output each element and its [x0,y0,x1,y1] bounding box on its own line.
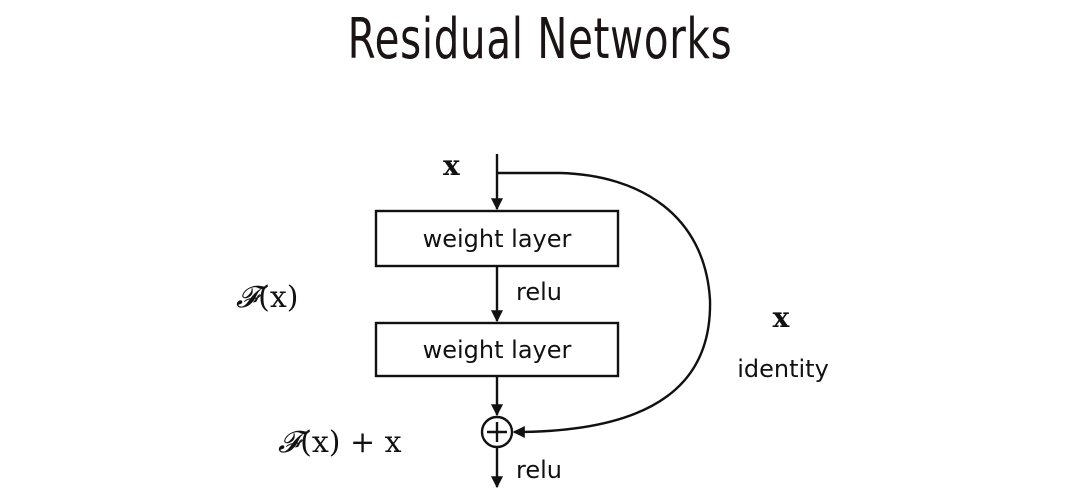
identity-x-label: x [773,301,790,334]
identity-skip-connection [497,171,712,438]
input-x-label: x [443,149,460,182]
sum-function-rest: (x) + x [300,425,402,460]
relu-label-1: relu [516,278,562,306]
residual-function-label: 𝓕(x) [236,280,298,315]
weight-layer-2-label: weight layer [423,336,572,364]
sum-output-label: 𝓕(x) + x [278,425,402,460]
weight-layer-1-label: weight layer [423,225,572,253]
identity-label: identity [737,355,829,383]
page-title: Residual Networks [347,7,733,72]
residual-function-arg: (x) [258,280,298,315]
relu-label-output: relu [516,456,562,484]
weight-layer-1 [374,209,620,268]
